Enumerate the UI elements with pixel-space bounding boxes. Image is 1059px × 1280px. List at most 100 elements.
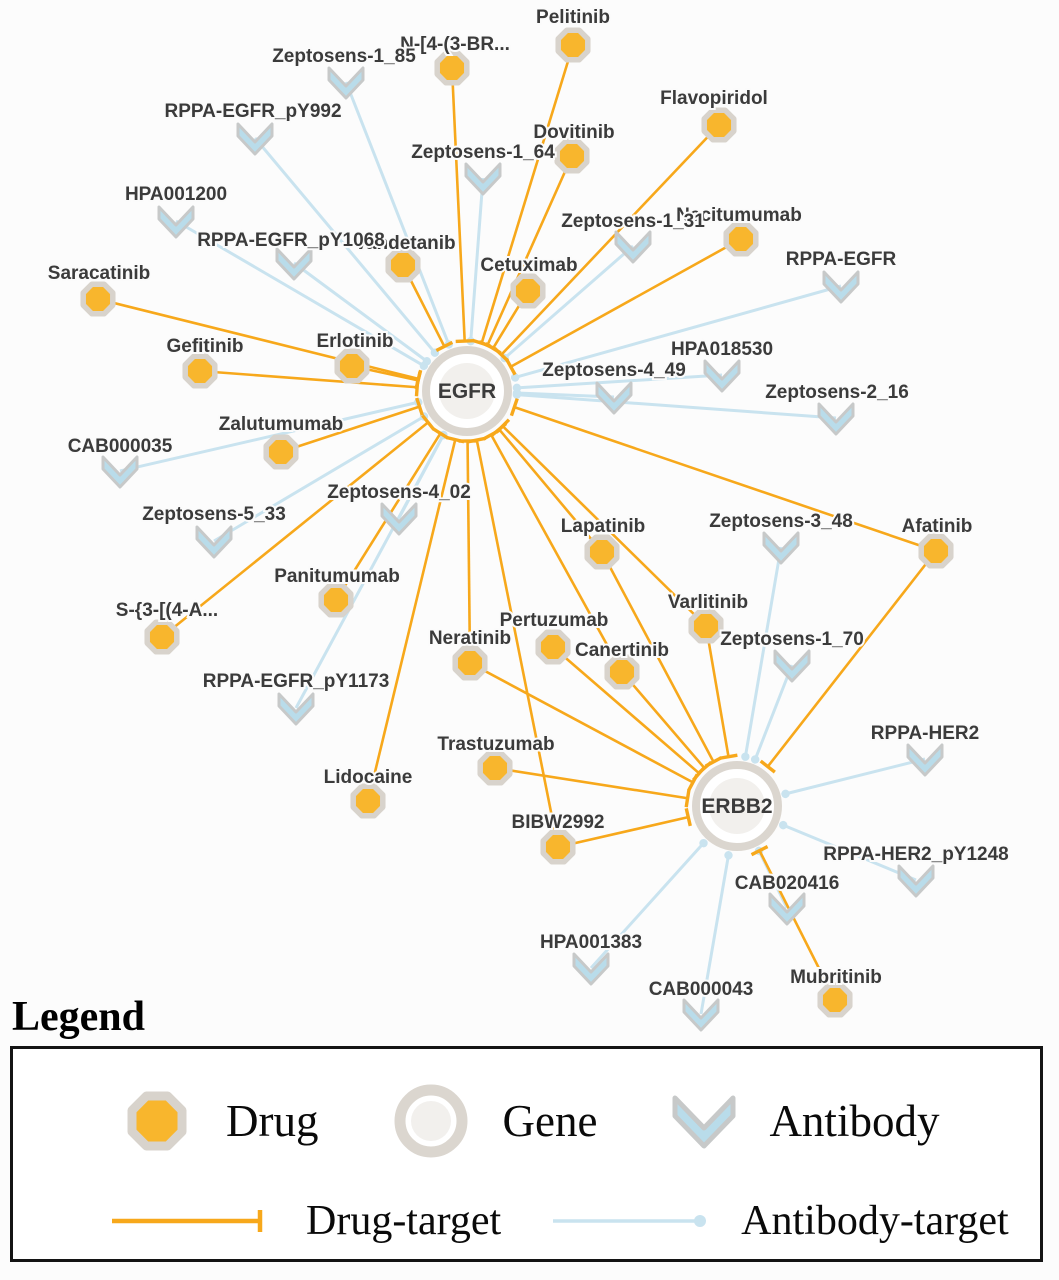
antibody-node-zeptosens-3_48: [762, 531, 800, 565]
edge-varlitinib-egfr: [495, 418, 707, 627]
antibody-label-zeptosens-5_33: Zeptosens-5_33: [142, 504, 286, 525]
edge-cab000035-egfr: [119, 398, 423, 473]
drug-label-saracatinib: Saracatinib: [48, 263, 150, 284]
antibody-node-cab020416: [768, 892, 806, 926]
antibody-label-zeptosens-2_16: Zeptosens-2_16: [765, 382, 909, 403]
edge-zeptosens-5_33-egfr: [213, 412, 429, 543]
gene-node-egfr: [422, 346, 512, 436]
antibody-node-rppa-her2: [906, 743, 944, 777]
antibody-label-cab000043: CAB000043: [649, 979, 754, 1000]
antibody-label-zeptosens-4_49: Zeptosens-4_49: [542, 360, 686, 381]
antibody-node-rppa-egfr: [822, 270, 860, 304]
edge-lapatinib-egfr: [491, 422, 603, 553]
edge-lapatinib-erbb2: [600, 551, 723, 768]
drug-octagon-icon: [127, 1091, 187, 1151]
antibody-node-cab000043: [682, 998, 720, 1032]
drug-label-afatinib: Afatinib: [902, 516, 973, 537]
edge-mubritinib-erbb2: [750, 845, 837, 1001]
antibody-node-rppa-egfr_py1068: [275, 247, 313, 281]
nodes-layer: [80, 27, 954, 1032]
drug-label-mubritinib: Mubritinib: [790, 967, 882, 988]
antibody-label-hpa001200: HPA001200: [125, 184, 227, 205]
drug-node-mubritinib: [817, 982, 853, 1018]
legend-edge-row: Drug-target Antibody-target: [13, 1185, 1040, 1257]
legend-shape-row: Drug Gene Antibody: [13, 1049, 1040, 1185]
edge-neratinib-erbb2: [469, 661, 699, 792]
drug-node-gefitinib: [182, 353, 218, 389]
drug-node-trastuzumab: [477, 750, 513, 786]
edge-flavopiridol-egfr: [493, 124, 720, 363]
drug-node-canertinib: [604, 654, 640, 690]
antibody-label-zeptosens-1_70: Zeptosens-1_70: [720, 629, 864, 650]
edge-zeptosens-3_48-erbb2: [741, 546, 783, 761]
edge-rppa-egfr-egfr: [510, 284, 842, 382]
antibody-label-zeptosens-3_48: Zeptosens-3_48: [709, 511, 853, 532]
edge-lidocaine-egfr: [366, 435, 465, 802]
legend-item-antibody: Antibody: [669, 1090, 939, 1152]
legend-item-gene: Gene: [390, 1080, 597, 1162]
drug-label-lapatinib: Lapatinib: [561, 516, 645, 537]
drug-label-dovitinib: Dovitinib: [533, 122, 614, 143]
edge-zeptosens-1_70-erbb2: [750, 664, 794, 764]
antibody-node-hpa001200: [157, 205, 195, 239]
edge-trastuzumab-erbb2: [494, 766, 691, 808]
antibody-label-rppa-her2: RPPA-HER2: [871, 723, 979, 744]
antibody-label-rppa-egfr_py992: RPPA-EGFR_pY992: [164, 101, 341, 122]
edge-hpa001383-erbb2: [589, 838, 708, 970]
edge-afatinib-egfr: [509, 398, 937, 553]
antibody-node-rppa-egfr_py1173: [277, 692, 315, 726]
drug-label-varlitinib: Varlitinib: [668, 592, 748, 613]
drug-label-canertinib: Canertinib: [575, 640, 669, 661]
drug-node-lidocaine: [350, 783, 386, 819]
legend-drug-label: Drug: [226, 1096, 319, 1146]
gene-circle-icon: [394, 1084, 468, 1158]
legend-drug-target-label: Drug-target: [306, 1198, 502, 1244]
edge-canertinib-erbb2: [621, 671, 713, 776]
drug-node-varlitinib: [688, 608, 724, 644]
legend-title: Legend: [12, 994, 146, 1040]
antibody-label-hpa001383: HPA001383: [540, 932, 642, 953]
drug-node-pertuzumab: [535, 629, 571, 665]
drug-label-s3-4a: S-{3-[(4-A...: [116, 600, 218, 621]
drug-node-cetuximab: [510, 273, 546, 309]
drug-node-zalutumumab: [263, 434, 299, 470]
antibody-label-rppa-egfr: RPPA-EGFR: [786, 249, 897, 270]
antibody-node-hpa001383: [572, 952, 610, 986]
drug-node-bibw2992: [540, 829, 576, 865]
drug-node-erlotinib: [334, 348, 370, 384]
drug-target-edge-icon: [112, 1210, 263, 1232]
antibody-label-rppa-her2_py1248: RPPA-HER2_pY1248: [823, 844, 1009, 865]
antibody-label-cab020416: CAB020416: [735, 873, 840, 894]
antibody-target-edge-icon: [553, 1215, 707, 1227]
legend-item-drug: Drug: [118, 1082, 318, 1160]
drug-label-cetuximab: Cetuximab: [480, 255, 577, 276]
drug-label-flavopiridol: Flavopiridol: [660, 88, 768, 109]
drug-label-necitumumab: Necitumumab: [676, 205, 802, 226]
edge-canertinib-egfr: [482, 428, 624, 673]
edge-rppa-egfr_py1173-egfr: [294, 430, 448, 709]
antibody-node-zeptosens-4_02: [380, 502, 418, 536]
drug-label-lidocaine: Lidocaine: [324, 767, 413, 788]
antibody-node-zeptosens-1_64: [464, 162, 502, 196]
drug-node-s3-4a: [144, 619, 180, 655]
drug-label-pertuzumab: Pertuzumab: [500, 610, 609, 631]
gene-label-egfr: EGFR: [438, 380, 496, 403]
drug-node-afatinib: [918, 533, 954, 569]
antibody-node-zeptosens-1_31: [614, 230, 652, 264]
antibody-node-zeptosens-2_16: [817, 402, 855, 436]
drug-label-trastuzumab: Trastuzumab: [437, 734, 554, 755]
antibody-node-cab000035: [101, 455, 139, 489]
edge-neratinib-egfr: [458, 439, 477, 664]
antibody-label-zeptosens-1_31: Zeptosens-1_31: [561, 211, 705, 232]
drug-label-pelitinib: Pelitinib: [536, 7, 610, 28]
antibody-label-zeptosens-1_64: Zeptosens-1_64: [411, 142, 555, 163]
drug-node-n4-3br: [434, 50, 470, 86]
edge-dovitinib-egfr: [478, 155, 574, 351]
drug-node-vandetanib: [385, 247, 421, 283]
antibody-node-zeptosens-4_49: [595, 381, 633, 415]
drug-node-neratinib: [452, 645, 488, 681]
drug-label-gefitinib: Gefitinib: [166, 336, 243, 357]
edge-necitumumab-egfr: [504, 237, 742, 376]
drug-node-flavopiridol: [701, 107, 737, 143]
